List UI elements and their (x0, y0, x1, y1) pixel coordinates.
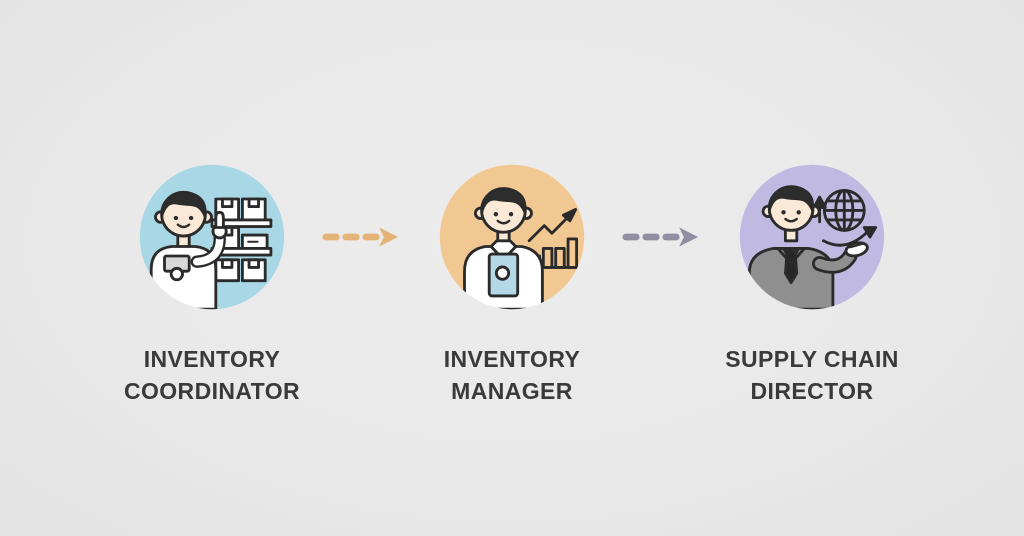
dashed-arrow-icon (322, 227, 399, 247)
step-label-line2: COORDINATOR (123, 378, 301, 404)
step-label: INVENTORY COORDINATOR (124, 343, 300, 407)
inventory-manager-icon (439, 164, 585, 310)
step-label-line1: INVENTORY (143, 346, 281, 372)
step-label-line1: INVENTORY (443, 346, 581, 372)
step-inventory-coordinator: INVENTORY COORDINATOR (102, 161, 322, 407)
step-label: SUPPLY CHAIN DIRECTOR (725, 343, 899, 407)
coordinator-person (149, 190, 228, 310)
manager-person (463, 187, 544, 310)
globe-cycle-icon (812, 189, 878, 247)
supply-chain-director-icon (739, 164, 885, 310)
arrow-coordinator-to-manager (322, 225, 402, 249)
step-label: INVENTORY MANAGER (444, 343, 581, 407)
arrow-manager-to-director (622, 225, 702, 249)
step-inventory-manager: INVENTORY MANAGER (402, 161, 622, 407)
step-supply-chain-director: SUPPLY CHAIN DIRECTOR (702, 161, 922, 407)
inventory-coordinator-icon (139, 164, 285, 310)
step-label-line2: MANAGER (451, 378, 573, 404)
dashed-arrow-icon (622, 227, 699, 247)
arrow-head (679, 227, 699, 247)
step-label-line2: DIRECTOR (750, 378, 874, 404)
career-progression-diagram: INVENTORY COORDINATOR (102, 161, 922, 407)
step-label-line1: SUPPLY CHAIN (725, 346, 899, 372)
director-person (747, 185, 869, 310)
arrow-head (379, 227, 399, 247)
